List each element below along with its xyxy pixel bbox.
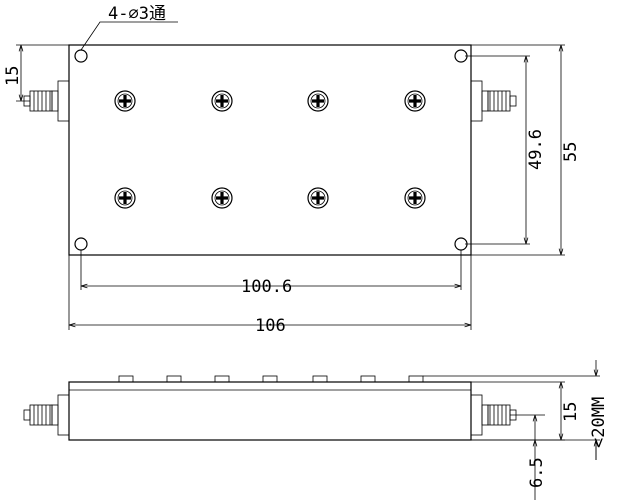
screw-head-icon bbox=[262, 375, 278, 383]
dim-side-max-label: <20MM bbox=[589, 397, 609, 448]
screw-head-icon bbox=[408, 375, 424, 383]
screw-icon bbox=[114, 187, 136, 209]
top-view: 4-⌀3通 15 49.6 55 100.6 106 bbox=[3, 4, 581, 336]
mounting-hole-top-left bbox=[74, 49, 88, 63]
dim-height-holes-label: 49.6 bbox=[526, 129, 546, 170]
screw-head-icon bbox=[118, 375, 134, 383]
screw-icon bbox=[404, 187, 426, 209]
hole-note-leader bbox=[80, 21, 178, 51]
dim-connector-offset-label: 15 bbox=[3, 66, 23, 86]
connector-left-side-icon bbox=[23, 394, 70, 436]
housing-top-outline bbox=[68, 44, 472, 256]
mounting-hole-bottom-left bbox=[74, 237, 88, 251]
screw-head-icon bbox=[214, 375, 230, 383]
screw-icon bbox=[404, 90, 426, 112]
screw-icon bbox=[211, 90, 233, 112]
housing-side-outline bbox=[68, 381, 472, 441]
screw-head-icon bbox=[360, 375, 376, 383]
dim-width-holes-label: 100.6 bbox=[241, 277, 292, 297]
connector-left-icon bbox=[23, 80, 70, 122]
dim-side-connector-label: 6.5 bbox=[527, 457, 547, 488]
connector-right-icon bbox=[470, 80, 517, 122]
hole-note-label: 4-⌀3通 bbox=[108, 4, 166, 24]
screw-icon bbox=[307, 187, 329, 209]
connector-right-side-icon bbox=[470, 394, 517, 436]
side-view: 6.5 15 <20MM bbox=[23, 360, 609, 500]
dim-height-total-label: 55 bbox=[561, 142, 581, 162]
screw-icon bbox=[307, 90, 329, 112]
screw-icon bbox=[114, 90, 136, 112]
screw-head-icon bbox=[312, 375, 328, 383]
screw-head-icon bbox=[166, 375, 182, 383]
screw-icon bbox=[211, 187, 233, 209]
dim-side-height-label: 15 bbox=[561, 402, 581, 422]
dim-width-total-label: 106 bbox=[255, 316, 286, 336]
